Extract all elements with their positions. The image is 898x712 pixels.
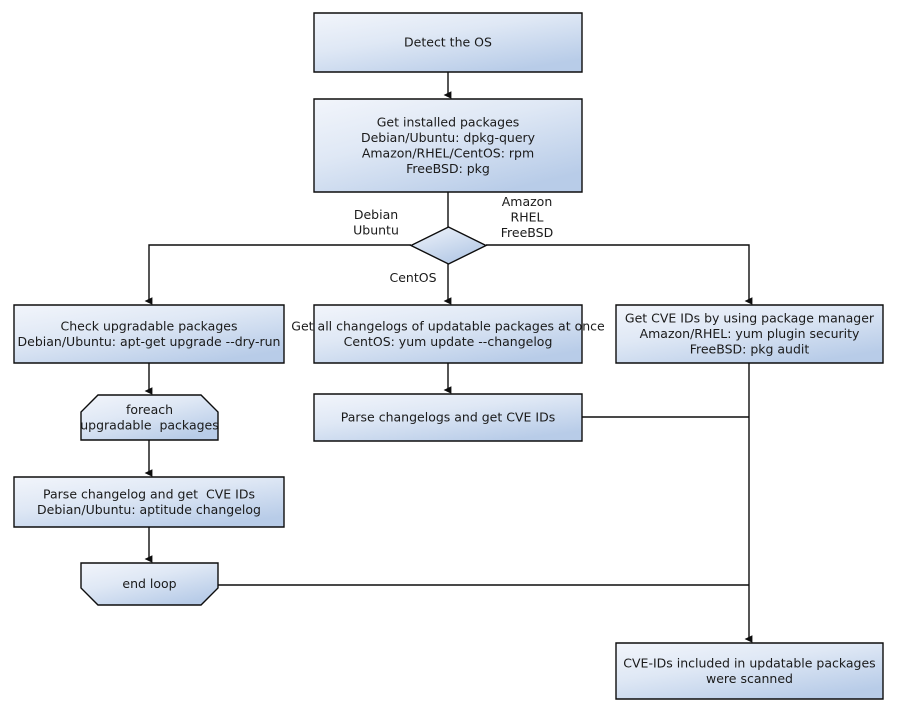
- node-label-parse-changelogs-cve-ids: Parse changelogs and get CVE IDs: [341, 409, 555, 424]
- node-end-loop: end loop: [80, 562, 219, 606]
- node-shape-get-all-changelogs: [313, 304, 583, 364]
- node-shape-get-cve-ids-package-manager: [615, 304, 884, 364]
- node-get-all-changelogs: Get all changelogs of updatable packages…: [291, 304, 605, 364]
- node-label-end-loop: end loop: [122, 576, 176, 591]
- node-shape-get-installed-packages: [313, 98, 583, 193]
- connector-decision-to-amazon: [486, 244, 753, 305]
- connector-layer: [144, 72, 753, 643]
- node-shape-os-decision: [409, 226, 488, 265]
- node-shape-detect-os: [313, 12, 583, 73]
- node-detect-os: Detect the OS: [313, 12, 583, 73]
- edge-label-label-centos: CentOS: [389, 270, 436, 285]
- connector-decision-to-debian: [144, 244, 411, 305]
- node-shape-foreach-upgradable-packages: [80, 394, 219, 441]
- node-shape-parse-changelog-cve-ids: [13, 476, 285, 528]
- node-label-detect-os: Detect the OS: [404, 34, 492, 49]
- node-shape-end-loop: [80, 562, 219, 606]
- node-shape-parse-changelogs-cve-ids: [313, 393, 583, 442]
- node-shape-cve-ids-scanned: [615, 642, 884, 700]
- node-shape-check-upgradable-packages: [13, 304, 285, 364]
- node-label-get-all-changelogs: Get all changelogs of updatable packages…: [291, 318, 605, 349]
- node-parse-changelogs-cve-ids: Parse changelogs and get CVE IDs: [313, 393, 583, 442]
- node-os-decision: [409, 226, 488, 265]
